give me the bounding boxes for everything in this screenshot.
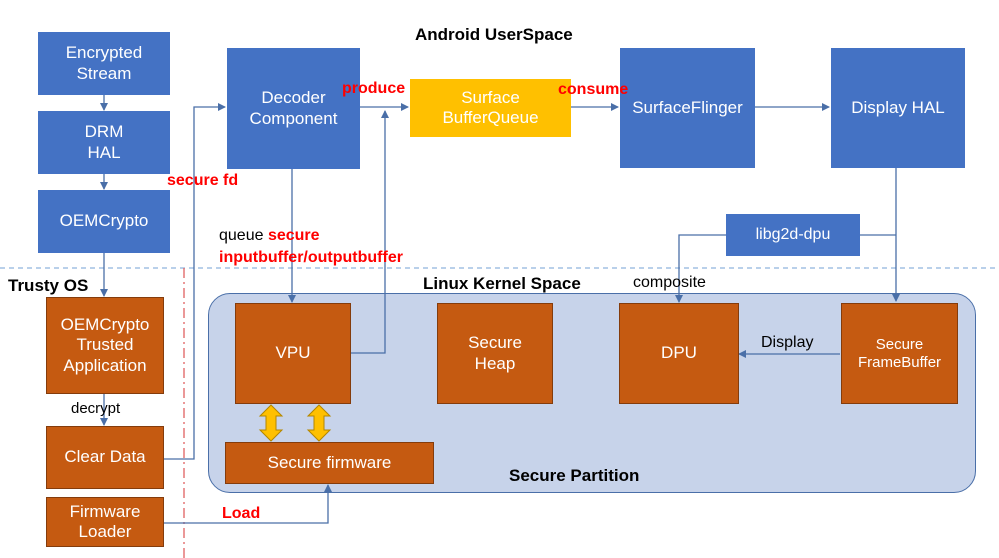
display-hal-box: Display HAL xyxy=(831,48,965,168)
double-arrow-right xyxy=(306,404,332,442)
trusty-title: Trusty OS xyxy=(8,276,89,295)
arrow-cleardata-to-decoder xyxy=(164,103,226,460)
secure-framebuffer-box: Secure FrameBuffer xyxy=(841,303,958,404)
surface-bufferqueue-box: Surface BufferQueue xyxy=(410,79,571,137)
secure-fd-label: secure fd xyxy=(167,172,239,189)
libg2d-dpu-box: libg2d-dpu xyxy=(726,214,860,256)
arrow-vpu-to-bufferqueue xyxy=(351,110,389,354)
surfaceflinger-box: SurfaceFlinger xyxy=(620,48,755,168)
clear-data-box: Clear Data xyxy=(46,426,164,489)
vpu-box: VPU xyxy=(235,303,351,404)
double-arrow-left xyxy=(258,404,284,442)
composite-label: composite xyxy=(633,274,706,291)
firmware-loader-box: Firmware Loader xyxy=(46,497,164,547)
secure-partition-title: Secure Partition xyxy=(509,466,640,485)
dpu-box: DPU xyxy=(619,303,739,404)
arrow-loader-to-firmware xyxy=(164,484,332,524)
encrypted-stream-box: Encrypted Stream xyxy=(38,32,170,95)
queue-word: queue xyxy=(219,227,264,244)
kernel-title: Linux Kernel Space xyxy=(423,274,581,293)
oemcrypto-ta-box: OEMCrypto Trusted Application xyxy=(46,297,164,394)
secure-word: secure xyxy=(267,227,320,244)
drm-hal-box: DRM HAL xyxy=(38,111,170,174)
decrypt-label: decrypt xyxy=(71,400,121,417)
load-label: Load xyxy=(222,505,261,522)
secure-firmware-box: Secure firmware xyxy=(225,442,434,484)
arrow-libg2d-to-dpu xyxy=(675,234,726,303)
produce-label: produce xyxy=(342,80,406,97)
decoder-component-box: Decoder Component xyxy=(227,48,360,169)
oemcrypto-box: OEMCrypto xyxy=(38,190,170,253)
consume-label: consume xyxy=(558,81,629,98)
userspace-title: Android UserSpace xyxy=(415,25,573,44)
inputoutput-buffer-label: inputbuffer/outputbuffer xyxy=(219,249,403,266)
display-label: Display xyxy=(761,334,814,351)
queue-label: queue secure xyxy=(219,227,320,245)
secure-heap-box: Secure Heap xyxy=(437,303,553,404)
